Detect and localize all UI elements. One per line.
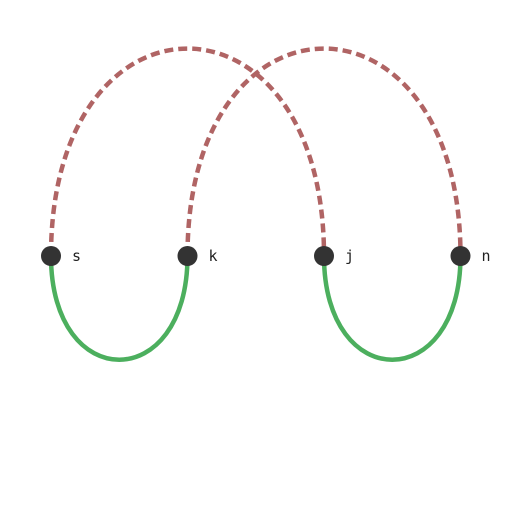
edges-layer xyxy=(48,46,463,362)
node-s xyxy=(41,246,61,266)
edge-s-j xyxy=(48,46,327,257)
node-n xyxy=(450,246,471,266)
edge-j-n xyxy=(321,255,463,362)
node-label-s: s xyxy=(72,247,81,265)
node-label-k: k xyxy=(209,247,218,265)
node-j xyxy=(314,246,334,266)
node-label-j: j xyxy=(345,247,354,265)
edge-k-n xyxy=(185,46,463,257)
node-label-n: n xyxy=(482,247,491,265)
edge-s-k xyxy=(48,255,190,362)
node-k xyxy=(177,246,198,266)
